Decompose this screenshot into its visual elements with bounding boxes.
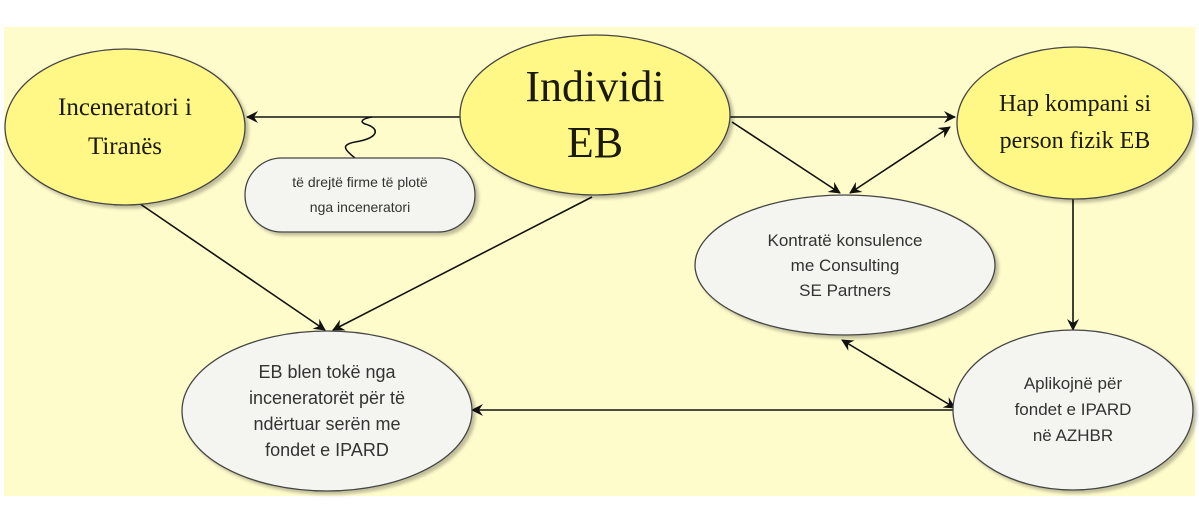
node-land-purchase-shape bbox=[181, 330, 473, 492]
node-individual-label: Individi EB bbox=[525, 62, 665, 167]
node-consulting-label: Kontratë konsulence me Consulting SE Par… bbox=[767, 230, 923, 300]
node-company: Hap kompani si person fizik EB bbox=[957, 47, 1193, 199]
node-individual-shape bbox=[459, 34, 731, 196]
node-individual: Individi EB bbox=[460, 35, 730, 195]
edge-incinerator-to-land bbox=[129, 196, 326, 331]
node-signature-note: të drejtë firme të plotë nga incenerator… bbox=[245, 158, 475, 232]
node-land-purchase: EB blen tokë nga inceneratorët për të nd… bbox=[182, 331, 472, 491]
node-company-shape bbox=[956, 46, 1194, 200]
node-apply-funds-shape bbox=[952, 329, 1194, 491]
node-consulting: Kontratë konsulence me Consulting SE Par… bbox=[695, 195, 995, 335]
node-incinerator: Inceneratori i Tiranës bbox=[5, 49, 245, 205]
edge-consulting-apply bbox=[841, 339, 956, 409]
node-signature-note-label: të drejtë firme të plotë nga incenerator… bbox=[292, 174, 428, 215]
node-land-purchase-label: EB blen tokë nga inceneratorët për të nd… bbox=[248, 362, 406, 460]
edge-individual-to-consulting bbox=[731, 121, 841, 194]
node-incinerator-label: Inceneratori i Tiranës bbox=[58, 94, 192, 160]
node-apply-funds-label: Aplikojnë për fondet e IPARD në AZHBR bbox=[1014, 374, 1132, 445]
node-company-label: Hap kompani si person fizik EB bbox=[999, 91, 1151, 154]
callout-connector bbox=[344, 116, 376, 159]
node-signature-note-shape bbox=[244, 157, 476, 233]
edge-company-consulting bbox=[849, 126, 951, 194]
node-incinerator-shape bbox=[4, 48, 246, 206]
node-consulting-shape bbox=[694, 194, 996, 336]
node-apply-funds: Aplikojnë për fondet e IPARD në AZHBR bbox=[953, 330, 1193, 490]
edge-individual-to-land bbox=[332, 196, 593, 331]
